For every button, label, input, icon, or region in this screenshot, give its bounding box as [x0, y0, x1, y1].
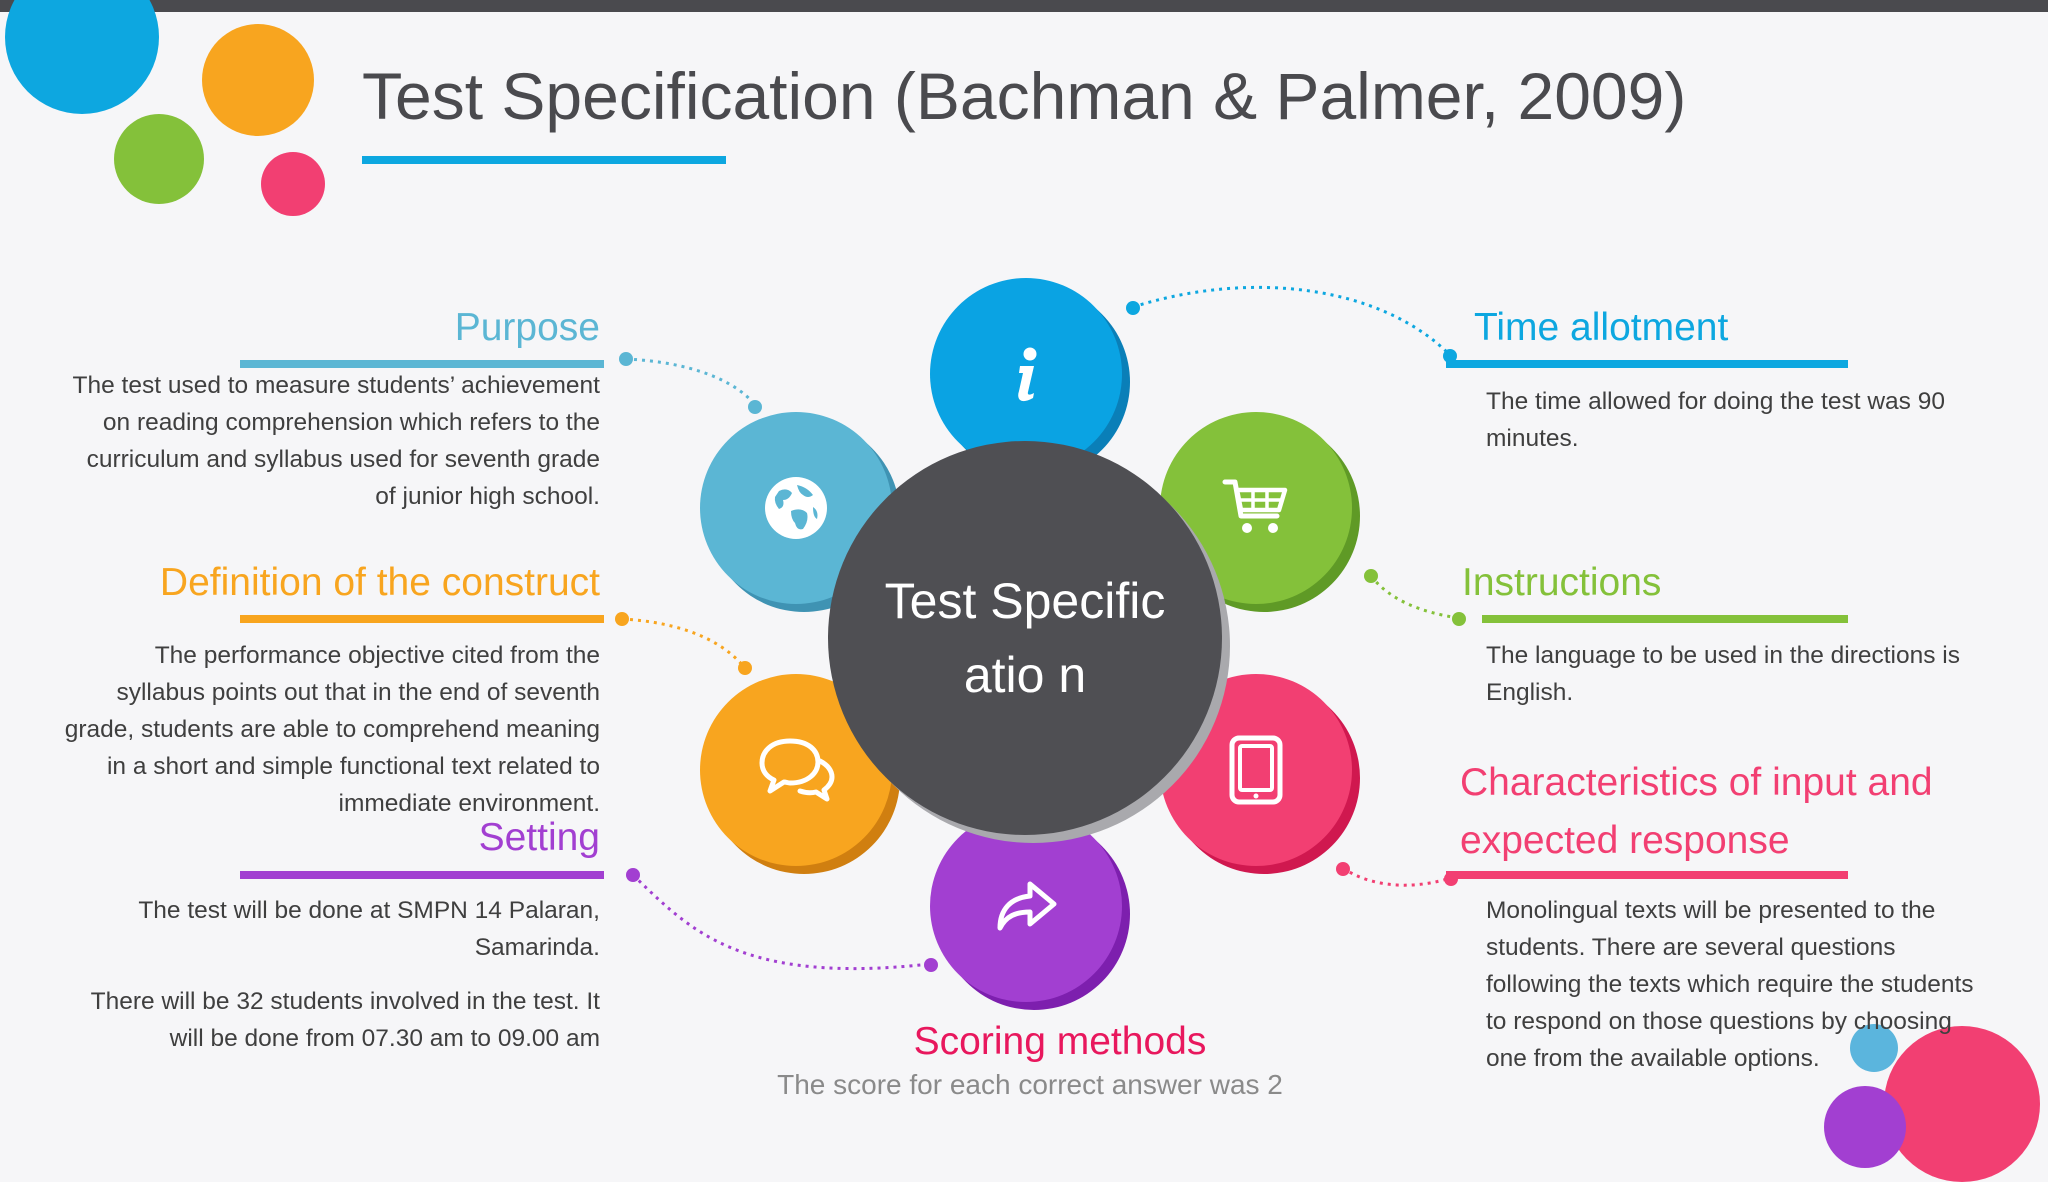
connector-dot: [1443, 349, 1457, 363]
deco-circle-orange: [202, 24, 314, 136]
construct-text: The performance objective cited from the…: [64, 642, 600, 817]
scoring-heading: Scoring methods: [913, 1020, 1207, 1063]
chat-bubbles-icon: [759, 738, 835, 802]
scoring-text: The score for each correct answer was 2: [777, 1069, 1283, 1100]
connector-dot: [1452, 612, 1466, 626]
title-underline: [362, 156, 726, 164]
instructions-heading: Instructions: [1462, 561, 1662, 604]
setting-text-1: The test will be done at SMPN 14 Palaran…: [138, 897, 600, 961]
connector-dot: [738, 661, 752, 675]
instructions-heading-bar: [1482, 615, 1848, 623]
time-heading: Time allotment: [1474, 306, 1729, 349]
connector-dot: [1126, 301, 1140, 315]
connector-dot: [924, 958, 938, 972]
characteristics-text: Monolingual texts will be presented to t…: [1486, 897, 1974, 1072]
center-label: Test Specificatio n: [884, 573, 1166, 703]
connector-dot: [1364, 569, 1378, 583]
shopping-cart-icon: [1222, 479, 1288, 533]
setting-heading: Setting: [478, 816, 600, 859]
deco-circle-pink: [261, 152, 325, 216]
share-arrow-icon: [997, 881, 1057, 931]
page-title: Test Specification (Bachman & Palmer, 20…: [362, 59, 1687, 133]
connector-dot: [626, 868, 640, 882]
construct-heading-bar: [240, 615, 604, 623]
time-text: The time allowed for doing the test was …: [1486, 388, 1945, 452]
connector-dot: [619, 352, 633, 366]
connector-dot: [615, 612, 629, 626]
connector-dot: [748, 400, 762, 414]
deco-circle-blue-br: [1850, 1024, 1898, 1072]
characteristics-heading-bar: [1446, 871, 1848, 879]
petal-scoring: [930, 810, 1122, 1002]
setting-heading-bar: [240, 871, 604, 879]
instructions-text: The language to be used in the direction…: [1486, 642, 1960, 706]
center-circle: Test Specificatio n: [828, 441, 1222, 835]
purpose-heading: Purpose: [454, 306, 600, 349]
time-heading-bar: [1446, 360, 1848, 368]
connector-dot: [1336, 862, 1350, 876]
connector-lines: [621, 285, 1459, 971]
info-icon: [1018, 347, 1037, 402]
globe-icon: [765, 477, 827, 539]
setting-text-2: There will be 32 students involved in th…: [90, 988, 600, 1052]
characteristics-heading: Characteristics of input and expected re…: [1460, 761, 1933, 862]
top-bar: [0, 0, 2048, 12]
purpose-text: The test used to measure students’ achie…: [72, 372, 601, 510]
purpose-heading-bar: [240, 360, 604, 368]
petal-time: [930, 278, 1122, 470]
tablet-icon: [1229, 735, 1283, 805]
construct-heading: Definition of the construct: [159, 561, 600, 604]
deco-circle-green: [114, 114, 204, 204]
